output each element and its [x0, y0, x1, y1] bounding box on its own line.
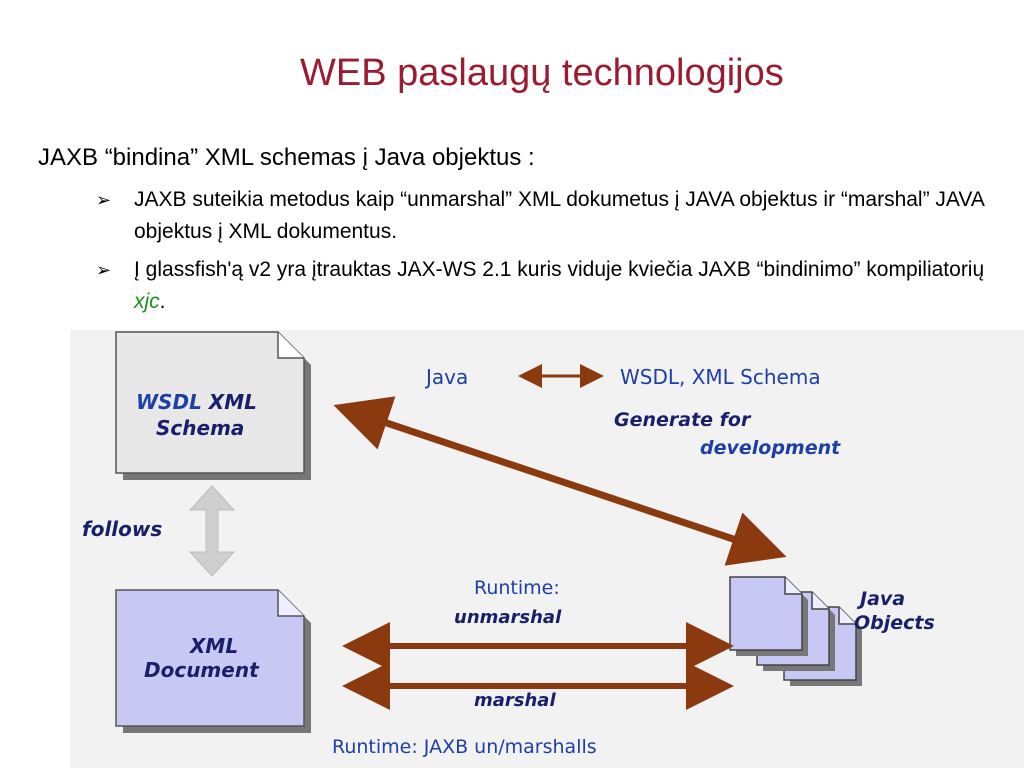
wsdl-schema-document-icon	[115, 331, 311, 480]
jaxb-diagram: WSDL XML Schema follows XML Document Jav…	[70, 330, 1024, 768]
bullet-text: Į glassfish'ą v2 yra įtrauktas JAX-WS 2.…	[134, 254, 994, 318]
bullet-text: JAXB suteikia metodus kaip “unmarshal” X…	[134, 188, 984, 243]
wsdl-xml-schema-label: WSDL, XML Schema	[620, 365, 821, 389]
xml-doc-label-line2: Document	[144, 658, 259, 682]
bullet-text-after: .	[159, 290, 166, 313]
java-objects-icon	[729, 576, 862, 686]
slide-title: WEB paslaugų technologijos	[300, 52, 784, 94]
xml-doc-label-line1: XML	[190, 634, 239, 658]
java-objects-label-line1: Java	[860, 588, 906, 610]
wsdl-doc-label-line2: Schema	[156, 416, 245, 440]
follows-arrow-icon	[188, 485, 236, 577]
marshal-label: marshal	[474, 690, 556, 711]
arrow-bullet-icon: ➢	[96, 190, 112, 210]
runtime-jaxb-caption: Runtime: JAXB un/marshalls	[332, 736, 597, 758]
java-label: Java	[426, 365, 469, 389]
bullet-text-before: Į glassfish'ą v2 yra įtrauktas JAX-WS 2.…	[134, 258, 985, 281]
generate-arrow-icon	[333, 396, 787, 566]
development-label: development	[700, 437, 841, 459]
intro-text: JAXB “bindina” XML schemas į Java objekt…	[38, 144, 535, 171]
runtime-label: Runtime:	[474, 577, 560, 599]
follows-label: follows	[82, 517, 163, 541]
unmarshal-label: unmarshal	[454, 607, 562, 628]
java-objects-label-line2: Objects	[854, 612, 935, 634]
xjc-highlight: xjc	[134, 290, 160, 313]
arrow-bullet-icon: ➢	[96, 260, 112, 280]
generate-for-label: Generate for	[614, 409, 751, 431]
diagram-graphics	[115, 331, 862, 733]
xml-document-icon	[115, 589, 311, 733]
wsdl-doc-label-line1: WSDL XML	[136, 390, 257, 414]
